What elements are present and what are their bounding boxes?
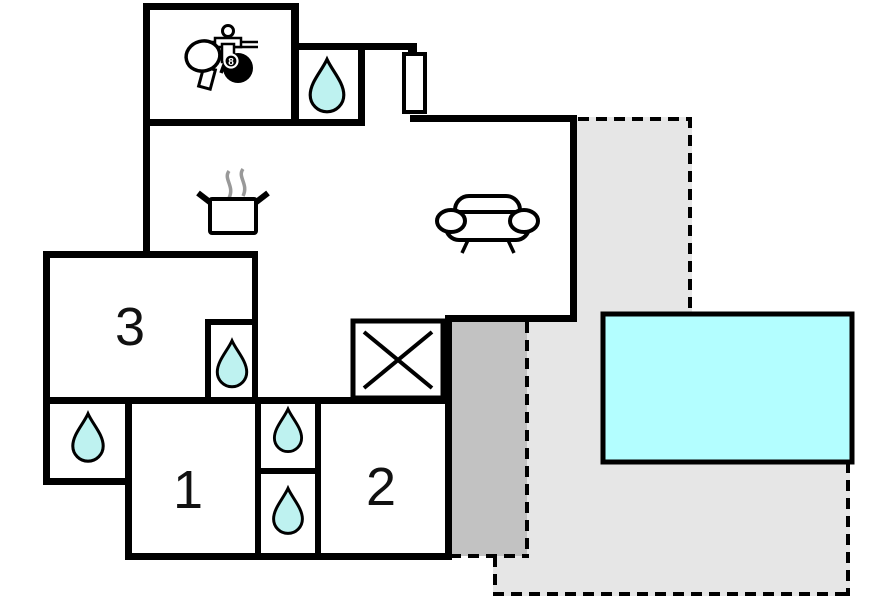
wall-segment [43,251,258,258]
wall-segment [445,315,577,322]
wall-segment [408,43,417,57]
steam-icon [225,169,233,199]
water-drop-icon [308,55,346,114]
wall-segment [570,115,577,322]
wall-segment [43,251,50,485]
wall-segment [291,43,417,50]
wall-segment [252,251,258,403]
water-drop-icon [71,410,105,463]
terrace-dashed-border [450,117,850,596]
wall-segment [291,3,299,126]
wall-segment [43,478,132,485]
room-3-label: 3 [115,297,145,357]
wall-segment [143,119,365,126]
wall-segment [205,319,211,403]
walls [43,3,577,560]
bathroom-drops [71,55,346,535]
wall-segment [255,397,261,560]
x-square-icon [350,318,446,401]
wall-segment [358,43,365,126]
wall-segment [410,115,577,122]
wall-segment [205,319,258,325]
water-drop-icon [272,484,304,535]
room-2-label: 2 [366,457,396,517]
wall-segment [143,3,299,10]
eight-ball-number: 8 [228,57,234,68]
covered-terrace-area [452,322,527,556]
room-1-label: 1 [173,460,203,520]
wall-segment [143,3,150,258]
cooking-pot-icon [196,167,270,235]
sofa-icon [435,194,540,254]
door-icon [402,52,427,114]
water-drop-icon [215,337,249,389]
water-drop-icon [272,405,304,454]
wall-segment [255,468,321,474]
games-icon: 8 [184,24,258,92]
wall-segment [125,553,452,560]
eight-ball-icon: 8 [223,53,253,83]
swimming-pool [600,311,855,465]
wall-segment [445,315,452,560]
wall-segment [43,397,452,404]
wall-segment [315,397,321,560]
steam-icon [239,167,247,197]
table-tennis-paddle-icon [184,39,222,92]
